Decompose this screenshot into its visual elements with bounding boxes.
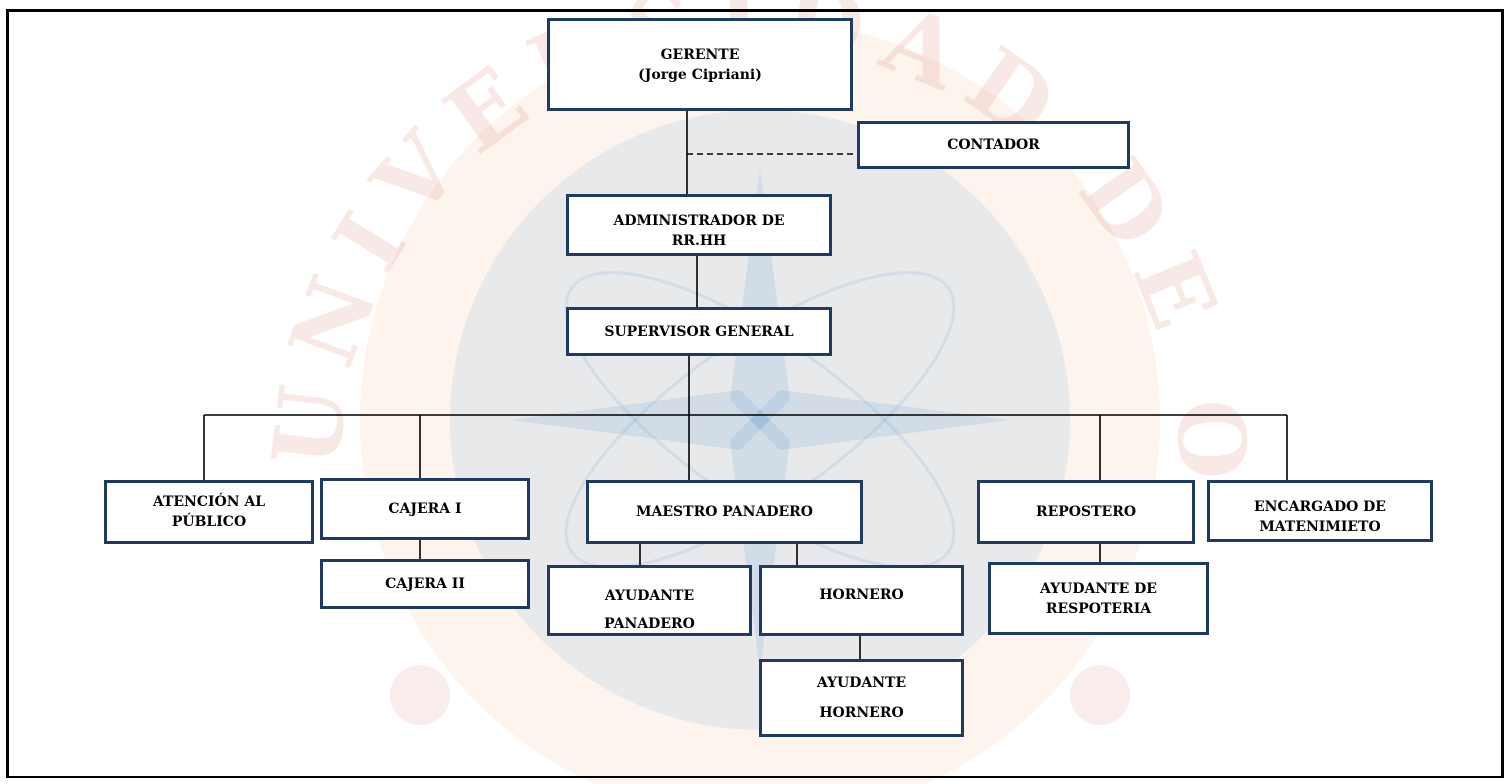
org-node-cajera2: CAJERA II	[320, 559, 530, 609]
org-node-atencion: ATENCIÓN AL PÚBLICO	[104, 480, 314, 544]
org-node-label: CONTADOR	[947, 137, 1040, 153]
org-node-hornero: HORNERO	[759, 565, 964, 636]
seal-dot-left	[390, 665, 450, 725]
compass-star-east	[750, 390, 1010, 450]
org-node-label: AYUDANTE DE RESPOTERIA	[1040, 580, 1157, 617]
org-node-repostero: REPOSTERO	[977, 480, 1195, 544]
compass-star-west	[510, 390, 770, 450]
org-node-label: REPOSTERO	[1035, 504, 1137, 520]
org-node-maestro-panadero: MAESTRO PANADERO	[586, 480, 863, 544]
org-node-label: AYUDANTE HORNERO	[816, 675, 907, 721]
org-node-ayudante-reposteria: AYUDANTE DE RESPOTERIA	[988, 562, 1209, 635]
org-node-supervisor: SUPERVISOR GENERAL	[566, 307, 832, 356]
org-node-gerente: GERENTE (Jorge Cipriani)	[547, 18, 853, 111]
org-node-encargado: ENCARGADO DE MATENIMIETO	[1207, 480, 1433, 542]
org-node-label: SUPERVISOR GENERAL	[604, 323, 794, 340]
org-node-label: ENCARGADO DE MATENIMIETO	[1254, 499, 1386, 535]
seal-dot-right	[1070, 665, 1130, 725]
org-node-label: ADMINISTRADOR DE RR.HH	[613, 213, 785, 249]
org-node-contador: CONTADOR	[857, 121, 1130, 169]
org-node-label: MAESTRO PANADERO	[636, 504, 813, 520]
org-node-label: GERENTE (Jorge Cipriani)	[638, 46, 762, 83]
org-node-label: CAJERA I	[388, 501, 462, 517]
org-node-label: HORNERO	[819, 586, 904, 603]
org-node-ayudante-panadero: AYUDANTE PANADERO	[547, 565, 752, 636]
compass-star-north	[730, 170, 790, 430]
org-node-administrador: ADMINISTRADOR DE RR.HH	[566, 194, 832, 256]
org-node-cajera1: CAJERA I	[320, 478, 530, 540]
org-node-ayudante-hornero: AYUDANTE HORNERO	[759, 659, 964, 737]
org-node-label: ATENCIÓN AL PÚBLICO	[152, 494, 266, 530]
org-node-label: AYUDANTE PANADERO	[604, 588, 695, 632]
org-node-label: CAJERA II	[385, 576, 465, 592]
